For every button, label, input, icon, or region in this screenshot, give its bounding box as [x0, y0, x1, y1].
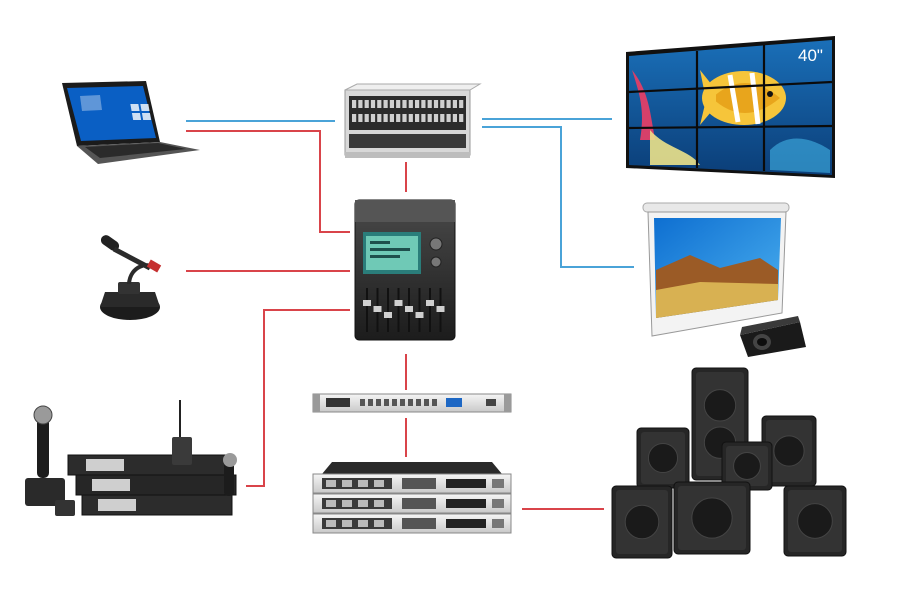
- gooseneck-microphone-icon: [100, 235, 162, 320]
- audio-processor-icon: [312, 393, 512, 413]
- audio-line-laptop-mixer: [186, 130, 350, 233]
- audio-line-wireless-mixer: [246, 309, 350, 487]
- digital-mixer-icon: [354, 199, 456, 341]
- projection-screen-icon: [642, 202, 790, 337]
- power-amplifier-icon: [312, 462, 512, 534]
- wireless-microphone-icon: [25, 400, 237, 516]
- video-line-switcher-screen: [482, 126, 634, 268]
- matrix-switcher-icon: [344, 83, 482, 158]
- projector-icon: [740, 316, 806, 357]
- video-wall-icon: 40": [626, 36, 835, 178]
- laptop-icon: [62, 81, 200, 164]
- loudspeaker-icon: [611, 367, 847, 559]
- video-wall-size-label: 40": [798, 46, 823, 65]
- connection-lines: [186, 118, 634, 510]
